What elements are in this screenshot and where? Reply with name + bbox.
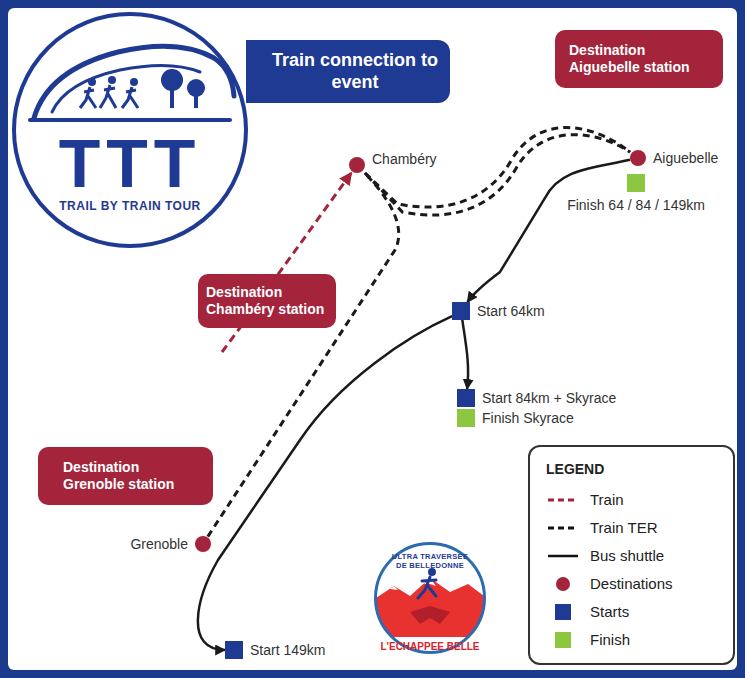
box-label: Destination Chambéry station: [206, 284, 328, 318]
legend-label: Finish: [590, 631, 630, 649]
finish-square: Finish Skyrace: [457, 409, 475, 427]
legend-title: LEGEND: [546, 461, 604, 477]
train-route-line: [278, 173, 351, 275]
destination-dot: Aiguebelle: [630, 150, 646, 166]
point-label: Chambéry: [372, 151, 437, 167]
point-label: Start 84km + Skyrace: [482, 390, 616, 406]
point-label: Aiguebelle: [653, 150, 718, 166]
legend-swatch: [555, 632, 571, 648]
legend-label: Destinations: [590, 575, 673, 593]
train-route: [278, 173, 351, 275]
legend-sample: [546, 631, 580, 649]
bus-route-line: [198, 316, 452, 650]
destination-dot: Chambéry: [349, 157, 365, 173]
legend-swatch: [556, 577, 570, 591]
point-label: Finish 64 / 84 / 149km: [567, 197, 705, 213]
box-label: Train connection to event: [270, 50, 440, 93]
legend-line: [548, 527, 578, 530]
destination-box: Destination Grenoble station: [38, 447, 213, 505]
logo-letters: TTT: [30, 124, 230, 202]
logo-disc: [14, 14, 246, 246]
legend-sample: [546, 603, 580, 621]
legend-label: Bus shuttle: [590, 547, 664, 565]
runner-figures: [80, 76, 138, 108]
tree-figures: [161, 69, 205, 108]
train-tail: [222, 325, 242, 352]
mountain-art: [370, 578, 492, 660]
finish-square: Finish 64 / 84 / 149km: [627, 174, 645, 192]
legend-sample: [546, 575, 580, 593]
logo-ring-text: ULTRA TRAVERSEE DE BELLEDONNE: [390, 553, 470, 570]
start-square: Start 149km: [225, 641, 243, 659]
train-illustration: [30, 46, 234, 120]
legend-sample: [546, 519, 580, 537]
race-runner: [418, 568, 436, 598]
legend-line: [548, 555, 578, 558]
destination-box: Destination Aiguebelle station: [555, 30, 723, 88]
box-label: Destination Aiguebelle station: [569, 42, 709, 76]
legend-swatch: [555, 604, 571, 620]
legend-line: [548, 499, 578, 502]
box-label: Destination Grenoble station: [63, 459, 188, 493]
legend-label: Starts: [590, 603, 629, 621]
legend-box: LEGEND TrainTrain TER Bus shuttleDestinati…: [528, 445, 735, 665]
destination-dot: Grenoble: [195, 536, 211, 552]
ttt-logo: TTTTRAIL BY TRAIN TOUR: [12, 12, 248, 248]
legend-sample: [546, 547, 580, 565]
legend-sample: [546, 491, 580, 509]
race-logo: ULTRA TRAVERSEE DE BELLEDONNE L'ECHAPPEE …: [374, 542, 486, 654]
start-square: Start 84km + Skyrace: [457, 389, 475, 407]
ter-route-line: [208, 173, 399, 537]
destination-box: Destination Chambéry station: [198, 274, 336, 328]
panel: [8, 8, 737, 670]
start-square: Start 64km: [452, 302, 470, 320]
point-label: Start 64km: [477, 303, 545, 319]
event-banner: Train connection to event: [246, 40, 450, 103]
logo-name: TRAIL BY TRAIN TOUR: [40, 200, 220, 214]
point-label: Grenoble: [130, 536, 188, 552]
bus-route: [462, 320, 468, 389]
legend-label: Train TER: [590, 519, 658, 537]
point-label: Start 149km: [250, 642, 325, 658]
point-label: Finish Skyrace: [482, 410, 574, 426]
ter-route: [208, 173, 399, 537]
bus-route: [467, 160, 630, 302]
race-name: L'ECHAPPEE BELLE: [372, 641, 488, 653]
bus-route-line: [467, 160, 630, 302]
bus-route: [198, 316, 452, 650]
bus-route-line: [462, 320, 468, 389]
legend-label: Train: [590, 491, 624, 509]
